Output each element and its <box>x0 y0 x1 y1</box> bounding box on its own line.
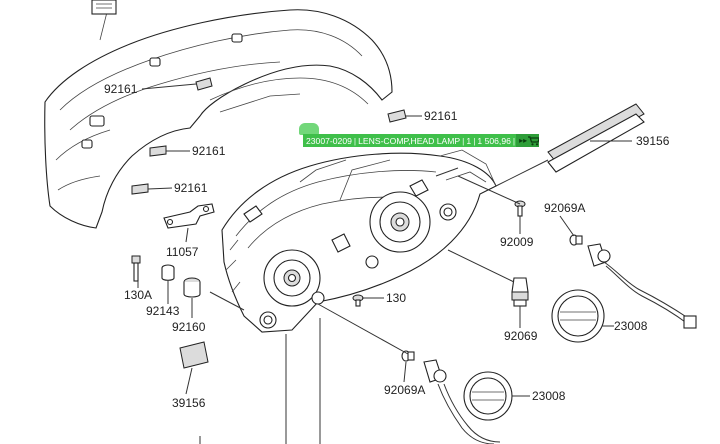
part-label[interactable]: 92069 <box>504 329 538 343</box>
tooltip-description: LENS-COMP,HEAD LAMP <box>358 135 461 146</box>
part-label[interactable]: 23008 <box>614 319 648 333</box>
part-label[interactable]: 92143 <box>146 304 180 318</box>
part-hotspot-marker[interactable] <box>299 123 319 135</box>
tooltip-price: 1 506,96 <box>477 135 511 146</box>
part-label[interactable]: 39156 <box>636 134 670 148</box>
strip-39156-top <box>547 103 645 173</box>
part-label[interactable]: 92069A <box>384 383 425 397</box>
cart-icon <box>528 135 539 145</box>
rubber-39156-bottom <box>179 341 209 369</box>
tooltip-separator: | <box>462 135 465 146</box>
part-label[interactable]: 92069A <box>544 201 585 215</box>
socket-cover-23008-bottom <box>423 359 513 444</box>
tooltip-quantity: 1 <box>466 135 472 146</box>
tooltip-part-number: 23007-0209 <box>306 135 352 146</box>
bracket-11057 <box>163 203 215 229</box>
bulb-92069a-bottom <box>401 350 415 362</box>
part-label[interactable]: 92009 <box>500 235 534 249</box>
bulb-92069a-right <box>569 234 583 246</box>
part-label[interactable]: 92161 <box>192 144 226 158</box>
double-arrow-icon: ▸▸ <box>519 136 528 145</box>
part-label[interactable]: 92161 <box>104 82 138 96</box>
upper-cowl <box>44 0 393 229</box>
screw-130a <box>131 255 141 282</box>
part-label[interactable]: 23008 <box>532 389 566 403</box>
part-labels: 92161 92161 92161 92161 39156 92069A 110… <box>104 82 670 410</box>
part-label[interactable]: 11057 <box>166 245 199 259</box>
add-to-cart-button[interactable]: ▸▸ <box>516 134 539 147</box>
bulb-92069 <box>511 277 529 307</box>
screw-130 <box>352 294 364 307</box>
headlamp-housing <box>221 149 497 333</box>
part-label[interactable]: 92161 <box>174 181 208 195</box>
tooltip-separator: | <box>473 135 476 146</box>
collar-92143 <box>161 264 175 281</box>
part-label[interactable]: 92160 <box>172 320 206 334</box>
part-label[interactable]: 39156 <box>172 396 206 410</box>
rubber-pad-92161 <box>131 77 407 195</box>
part-label[interactable]: 92161 <box>424 109 458 123</box>
part-label[interactable]: 130 <box>386 291 406 305</box>
part-label[interactable]: 130A <box>124 288 152 302</box>
tooltip-separator: | <box>512 135 516 146</box>
leader-lines <box>137 83 632 444</box>
tooltip-separator: | <box>353 135 357 146</box>
grommet-92160 <box>183 277 201 298</box>
screw-92009 <box>514 200 526 217</box>
socket-cover-23008-right <box>551 243 697 343</box>
part-tooltip-bar[interactable]: 23007-0209 | LENS-COMP,HEAD LAMP | 1 | 1… <box>303 134 539 147</box>
